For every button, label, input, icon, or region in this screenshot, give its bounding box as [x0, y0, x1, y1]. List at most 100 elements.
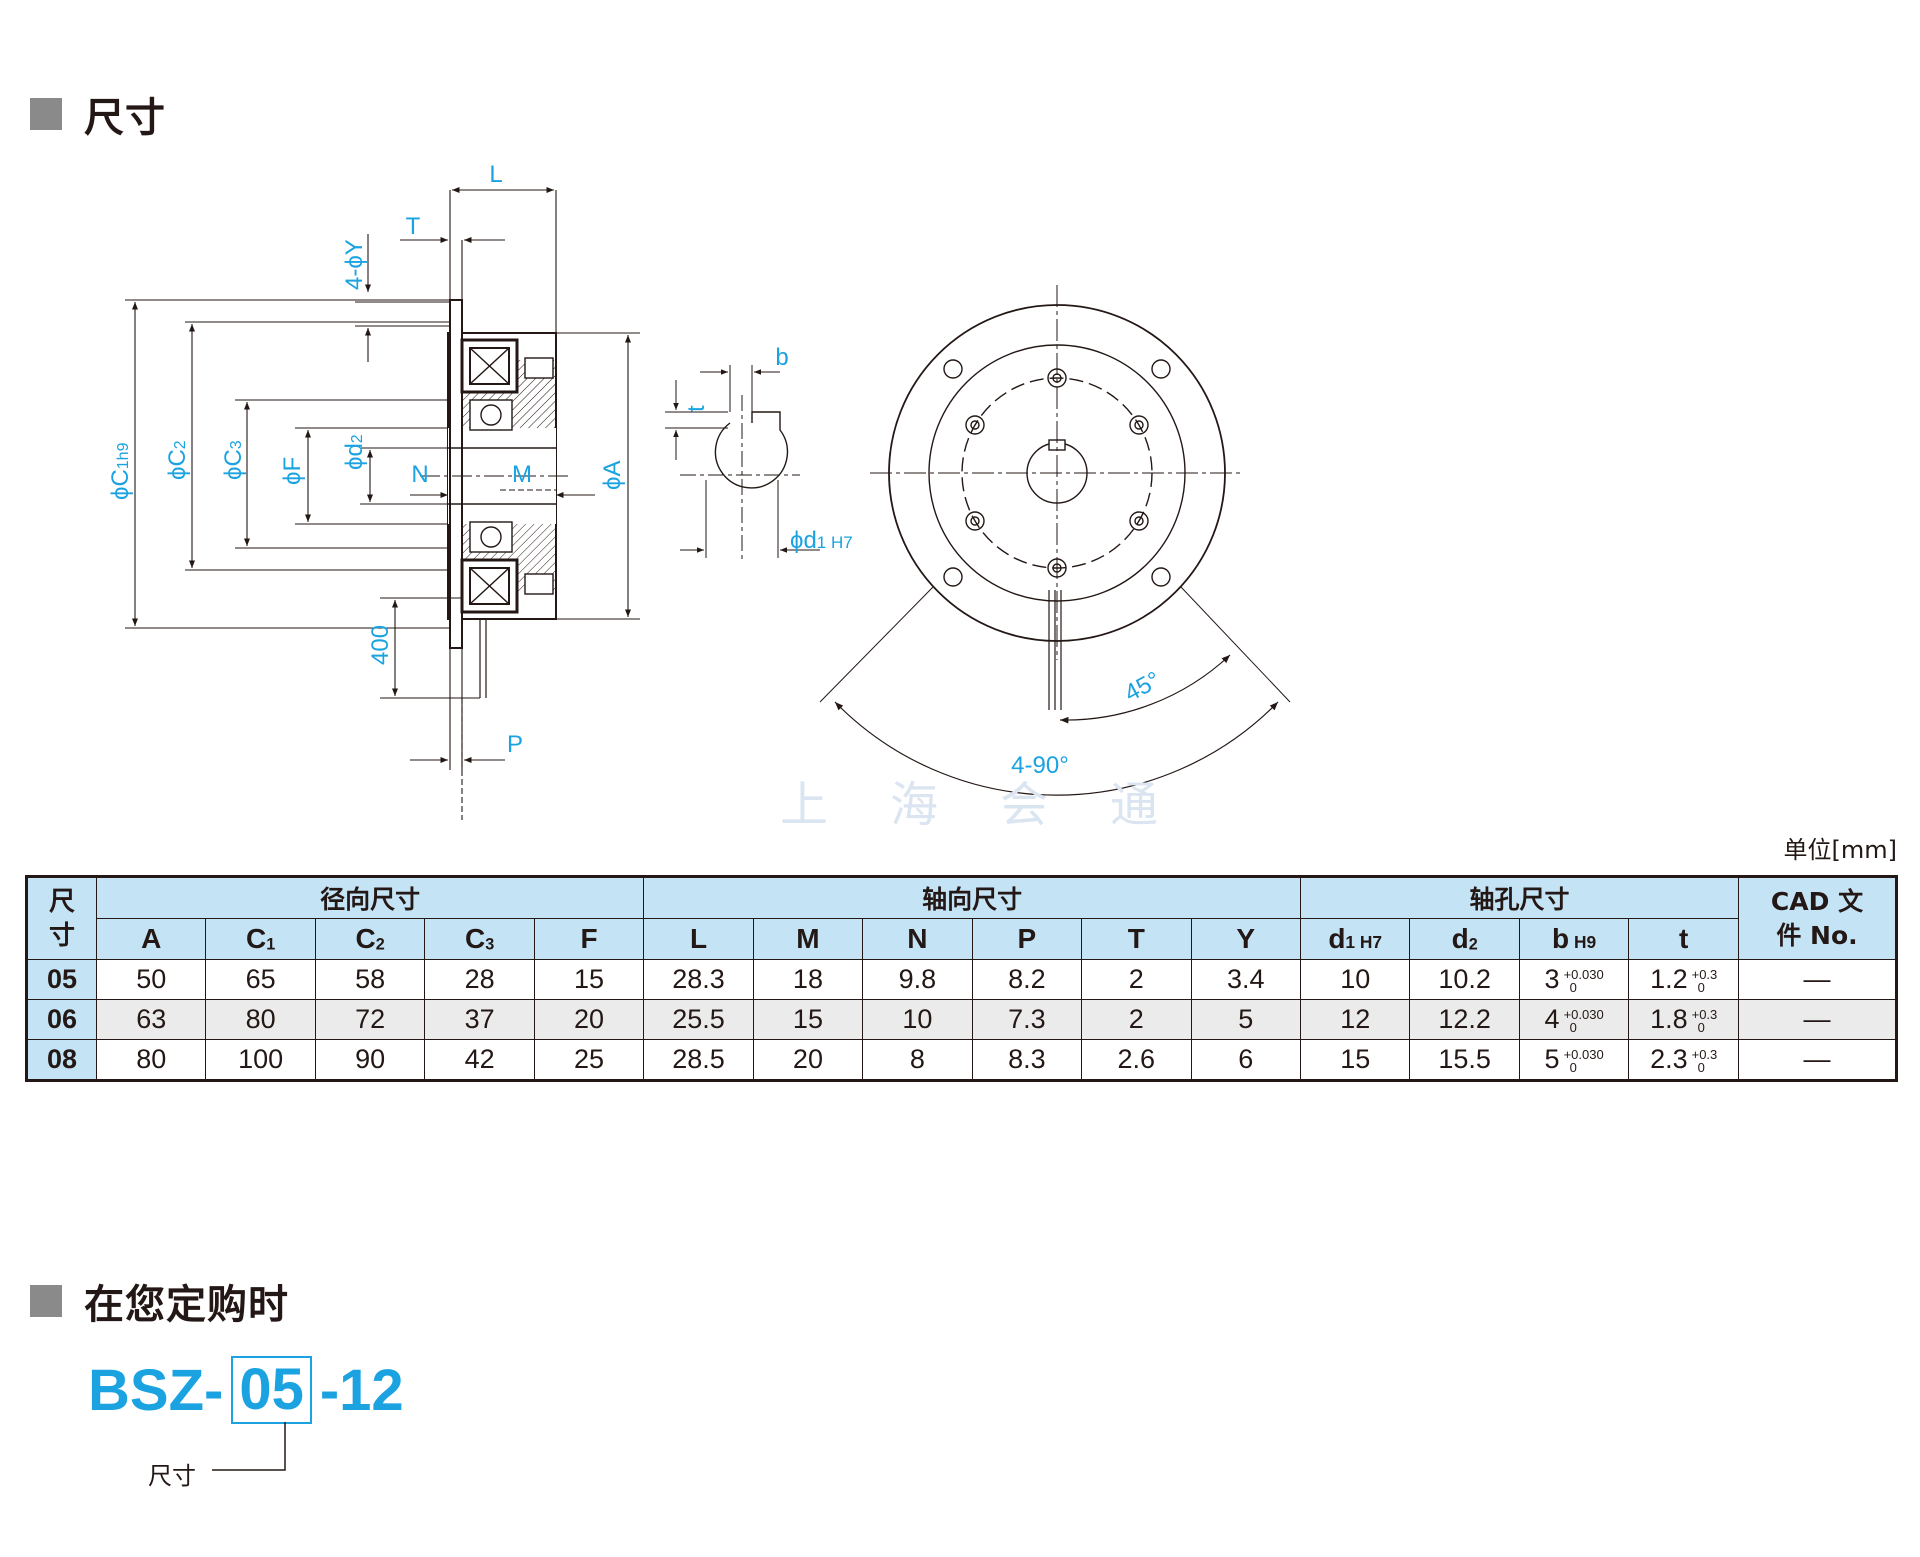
cell-p: 8.3 — [971, 1039, 1083, 1081]
order-suffix: -12 — [319, 1357, 404, 1423]
order-size-box: 05 — [231, 1356, 312, 1424]
label-t: t — [683, 405, 710, 412]
cell-c3: 28 — [424, 959, 535, 1000]
column-header: C2 — [314, 918, 426, 960]
label-C3: ϕC3 — [220, 440, 247, 480]
label-Y: 4-ϕY — [341, 239, 368, 290]
front-view — [819, 285, 1291, 796]
section-square-icon — [30, 1285, 62, 1317]
label-d2: ϕd2 — [341, 434, 368, 470]
cell-c1: 80 — [205, 999, 316, 1040]
row-size: 05 — [26, 959, 97, 1000]
label-P: P — [507, 731, 523, 758]
section-square-icon — [30, 98, 62, 130]
cell-cad: — — [1738, 999, 1897, 1040]
section-title: 在您定购时 — [84, 1282, 289, 1328]
order-size-label: 尺寸 — [148, 1462, 196, 1490]
keyway-detail — [665, 365, 820, 560]
cell-c1: 65 — [205, 959, 316, 1000]
column-header: L — [643, 918, 754, 960]
column-header: d1 H7 — [1299, 918, 1411, 960]
cell-d2: 15.5 — [1409, 1039, 1520, 1081]
bolt-holes — [943, 359, 1171, 587]
cell-p: 8.2 — [971, 959, 1083, 1000]
column-header: A — [95, 918, 207, 960]
side-dimensions — [125, 186, 640, 820]
label-C2: ϕC2 — [164, 440, 191, 480]
order-size-leader — [212, 1422, 286, 1471]
unit-label: 单位[mm] — [1783, 836, 1897, 864]
cell-n: 9.8 — [862, 959, 973, 1000]
label-F: ϕF — [279, 457, 306, 485]
column-header: M — [752, 918, 864, 960]
header-size: 尺寸 — [26, 876, 97, 960]
column-header: Y — [1190, 918, 1301, 960]
cell-a: 80 — [95, 1039, 207, 1081]
section-title: 尺寸 — [84, 95, 166, 141]
cell-n: 10 — [862, 999, 973, 1040]
section-header-dimensions: 尺寸 — [30, 85, 166, 143]
cell-y: 5 — [1190, 999, 1301, 1040]
drawing-labels: L T 4-ϕY ϕC1h9 ϕC2 ϕC3 ϕF ϕd2 N M ϕA 400… — [107, 161, 1165, 779]
cell-d2: 12.2 — [1409, 999, 1520, 1040]
column-header: C1 — [205, 918, 316, 960]
side-view — [420, 299, 570, 698]
cell-t: 2.6 — [1081, 1039, 1192, 1081]
label-T: T — [406, 213, 421, 240]
label-N: N — [411, 461, 428, 488]
header-radial: 径向尺寸 — [95, 876, 645, 919]
cell-m: 15 — [752, 999, 864, 1040]
cell-c2: 90 — [314, 1039, 426, 1081]
cell-cad: — — [1738, 1039, 1897, 1081]
column-header: t — [1628, 918, 1739, 960]
cell-f: 20 — [533, 999, 645, 1040]
cell-n: 8 — [862, 1039, 973, 1081]
label-b: b — [775, 344, 788, 371]
label-C1: ϕC1h9 — [107, 442, 134, 500]
cell-f: 15 — [533, 959, 645, 1000]
cell-y: 3.4 — [1190, 959, 1301, 1000]
cell-m: 20 — [752, 1039, 864, 1081]
order-code: BSZ- 05 -12 — [88, 1355, 404, 1425]
cell-m: 18 — [752, 959, 864, 1000]
cell-a: 50 — [95, 959, 207, 1000]
cell-c2: 72 — [314, 999, 426, 1040]
watermark: 上海会通 — [780, 777, 1221, 833]
column-header: T — [1081, 918, 1192, 960]
cell-l: 28.5 — [643, 1039, 754, 1081]
dimension-drawing: L T 4-ϕY ϕC1h9 ϕC2 ϕC3 ϕF ϕd2 N M ϕA 400… — [107, 161, 1291, 820]
cell-l: 28.3 — [643, 959, 754, 1000]
row-size: 06 — [26, 999, 97, 1040]
cell-f: 25 — [533, 1039, 645, 1081]
cell-c3: 37 — [424, 999, 535, 1040]
column-header: b H9 — [1518, 918, 1630, 960]
cell-a: 63 — [95, 999, 207, 1040]
cell-c2: 58 — [314, 959, 426, 1000]
cell-d1: 10 — [1299, 959, 1411, 1000]
cell-l: 25.5 — [643, 999, 754, 1040]
cell-t: 2 — [1081, 999, 1192, 1040]
column-header: C3 — [424, 918, 535, 960]
label-d1: ϕd1 H7 — [790, 527, 853, 554]
header-cad: CAD 文件 No. — [1738, 876, 1897, 960]
cell-cad: — — [1738, 959, 1897, 1000]
flange-plate — [449, 299, 463, 649]
row-size: 08 — [26, 1039, 97, 1081]
column-header: P — [971, 918, 1083, 960]
label-M: M — [512, 461, 532, 488]
column-header: d2 — [1409, 918, 1520, 960]
cell-c1: 100 — [205, 1039, 316, 1081]
label-A: ϕA — [599, 461, 626, 490]
cell-t: 2 — [1081, 959, 1192, 1000]
label-4x90deg: 4-90° — [1011, 752, 1069, 779]
header-bore: 轴孔尺寸 — [1299, 876, 1740, 919]
